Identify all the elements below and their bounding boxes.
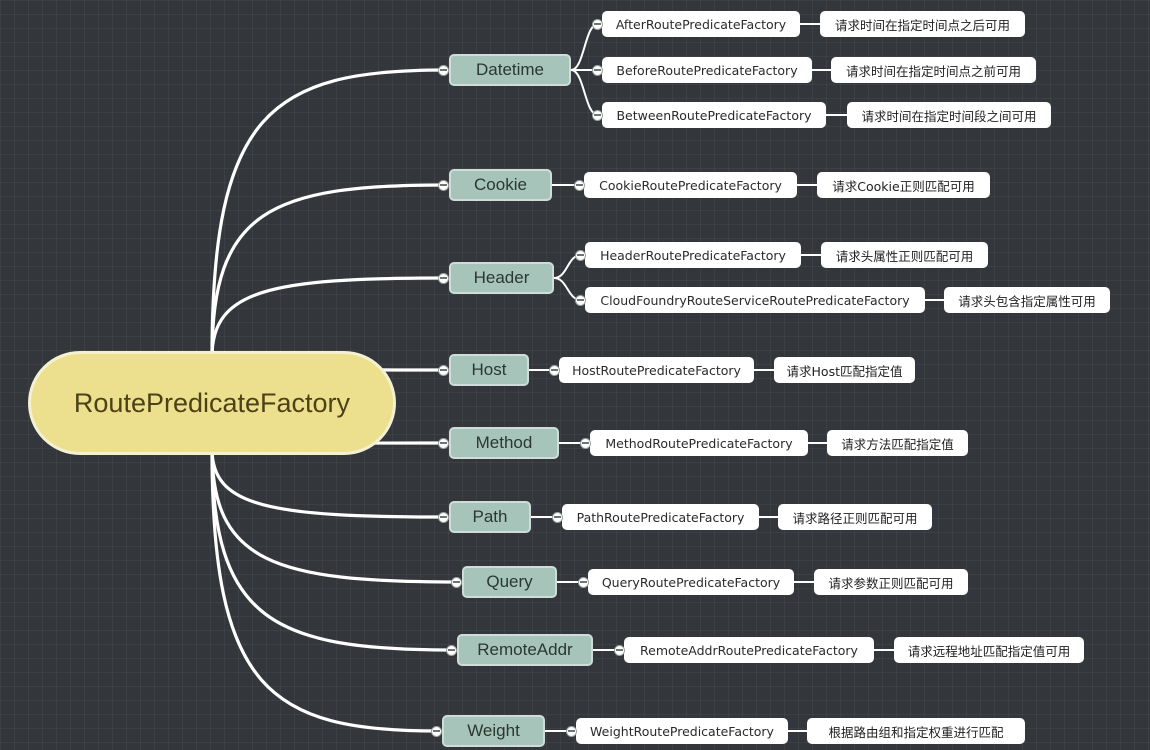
collapse-toggle[interactable] xyxy=(437,64,449,76)
branch-cookie[interactable]: Cookie xyxy=(449,169,552,201)
factory-weight[interactable]: WeightRoutePredicateFactory xyxy=(576,718,788,744)
connector-line xyxy=(210,276,447,359)
branch-label: Method xyxy=(475,433,533,452)
factory-host[interactable]: HostRoutePredicateFactory xyxy=(559,357,754,383)
branch-label: Cookie xyxy=(474,175,527,194)
branch-label: Query xyxy=(486,572,533,591)
factory-cloudfoundry[interactable]: CloudFoundryRouteServiceRoutePredicateFa… xyxy=(585,287,925,313)
connector-line xyxy=(210,447,447,519)
collapse-toggle[interactable] xyxy=(565,725,577,737)
branch-path[interactable]: Path xyxy=(449,501,531,533)
desc-label: 请求路径正则匹配可用 xyxy=(792,510,918,526)
root-node[interactable]: RoutePredicateFactory xyxy=(28,351,396,455)
factory-label: QueryRoutePredicateFactory xyxy=(601,574,781,590)
collapse-toggle[interactable] xyxy=(437,437,449,449)
collapse-toggle[interactable] xyxy=(573,179,585,191)
desc-path[interactable]: 请求路径正则匹配可用 xyxy=(778,504,932,530)
factory-label: HostRoutePredicateFactory xyxy=(572,362,741,378)
root-label: RoutePredicateFactory xyxy=(73,387,351,418)
desc-label: 请求远程地址匹配指定值可用 xyxy=(907,643,1071,659)
connector-line xyxy=(210,447,440,733)
factory-label: BeforeRoutePredicateFactory xyxy=(616,62,798,78)
collapse-toggle[interactable] xyxy=(430,725,442,737)
desc-label: 请求Host匹配指定值 xyxy=(786,363,903,379)
factory-label: BetweenRoutePredicateFactory xyxy=(616,107,812,123)
factory-label: CloudFoundryRouteServiceRoutePredicateFa… xyxy=(600,292,910,308)
collapse-toggle[interactable] xyxy=(548,364,560,376)
desc-before[interactable]: 请求时间在指定时间点之前可用 xyxy=(831,57,1036,83)
connector-line xyxy=(210,447,455,652)
connector-line xyxy=(210,447,460,584)
factory-method[interactable]: MethodRoutePredicateFactory xyxy=(590,430,808,456)
collapse-toggle[interactable] xyxy=(437,364,449,376)
collapse-toggle[interactable] xyxy=(591,18,603,30)
branch-weight[interactable]: Weight xyxy=(442,715,545,747)
desc-label: 请求方法匹配指定值 xyxy=(841,436,954,452)
branch-label: RemoteAddr xyxy=(477,640,573,659)
connector-line xyxy=(210,183,447,359)
branch-label: Header xyxy=(473,268,530,287)
branch-remoteaddr[interactable]: RemoteAddr xyxy=(457,634,593,666)
desc-label: 根据路由组和指定权重进行匹配 xyxy=(828,724,1004,740)
desc-between[interactable]: 请求时间在指定时间段之间可用 xyxy=(847,102,1051,128)
desc-label: 请求时间在指定时间点之后可用 xyxy=(834,17,1010,33)
branch-label: Path xyxy=(472,507,508,526)
desc-cloudfoundry[interactable]: 请求头包含指定属性可用 xyxy=(944,287,1110,313)
factory-remoteaddr[interactable]: RemoteAddrRoutePredicateFactory xyxy=(624,637,874,663)
desc-label: 请求Cookie正则匹配可用 xyxy=(832,178,975,194)
branch-label: Host xyxy=(471,360,507,379)
branch-datetime[interactable]: Datetime xyxy=(449,54,571,86)
collapse-toggle[interactable] xyxy=(437,272,449,284)
desc-label: 请求时间在指定时间段之间可用 xyxy=(861,108,1037,124)
desc-header[interactable]: 请求头属性正则匹配可用 xyxy=(821,242,988,268)
desc-label: 请求参数正则匹配可用 xyxy=(828,575,954,591)
desc-label: 请求头包含指定属性可用 xyxy=(958,293,1096,309)
connector-line xyxy=(210,68,447,359)
factory-label: WeightRoutePredicateFactory xyxy=(590,723,774,739)
connector-line xyxy=(570,69,599,116)
factory-label: MethodRoutePredicateFactory xyxy=(605,435,793,451)
desc-label: 请求时间在指定时间点之前可用 xyxy=(845,63,1021,79)
factory-label: AfterRoutePredicateFactory xyxy=(615,16,787,32)
collapse-toggle[interactable] xyxy=(437,511,449,523)
factory-path[interactable]: PathRoutePredicateFactory xyxy=(562,504,759,530)
factory-label: PathRoutePredicateFactory xyxy=(576,509,745,525)
desc-method[interactable]: 请求方法匹配指定值 xyxy=(827,430,968,456)
factory-cookie[interactable]: CookieRoutePredicateFactory xyxy=(584,172,797,198)
branch-label: Datetime xyxy=(475,60,545,79)
factory-label: CookieRoutePredicateFactory xyxy=(599,177,782,193)
branch-label: Weight xyxy=(467,721,520,740)
connector-line xyxy=(570,23,599,71)
factory-after[interactable]: AfterRoutePredicateFactory xyxy=(602,11,800,37)
collapse-toggle[interactable] xyxy=(450,576,462,588)
collapse-toggle[interactable] xyxy=(577,576,589,588)
collapse-toggle[interactable] xyxy=(591,109,603,121)
factory-query[interactable]: QueryRoutePredicateFactory xyxy=(588,569,794,595)
factory-label: HeaderRoutePredicateFactory xyxy=(600,247,786,263)
desc-remoteaddr[interactable]: 请求远程地址匹配指定值可用 xyxy=(894,637,1084,663)
collapse-toggle[interactable] xyxy=(551,511,563,523)
collapse-toggle[interactable] xyxy=(579,437,591,449)
branch-query[interactable]: Query xyxy=(462,566,557,598)
branch-method[interactable]: Method xyxy=(449,427,559,459)
desc-weight[interactable]: 根据路由组和指定权重进行匹配 xyxy=(807,718,1025,744)
desc-cookie[interactable]: 请求Cookie正则匹配可用 xyxy=(817,172,990,198)
factory-between[interactable]: BetweenRoutePredicateFactory xyxy=(602,102,826,128)
collapse-toggle[interactable] xyxy=(445,644,457,656)
collapse-toggle[interactable] xyxy=(591,64,603,76)
collapse-toggle[interactable] xyxy=(613,644,625,656)
desc-after[interactable]: 请求时间在指定时间点之后可用 xyxy=(820,11,1025,37)
desc-label: 请求头属性正则匹配可用 xyxy=(835,248,974,264)
collapse-toggle[interactable] xyxy=(437,179,449,191)
desc-host[interactable]: 请求Host匹配指定值 xyxy=(774,357,915,383)
factory-label: RemoteAddrRoutePredicateFactory xyxy=(640,642,858,658)
branch-header[interactable]: Header xyxy=(449,262,554,294)
collapse-toggle[interactable] xyxy=(574,249,586,261)
branch-host[interactable]: Host xyxy=(449,354,529,386)
factory-before[interactable]: BeforeRoutePredicateFactory xyxy=(602,57,812,83)
desc-query[interactable]: 请求参数正则匹配可用 xyxy=(814,569,968,595)
collapse-toggle[interactable] xyxy=(574,294,586,306)
factory-header[interactable]: HeaderRoutePredicateFactory xyxy=(585,242,801,268)
